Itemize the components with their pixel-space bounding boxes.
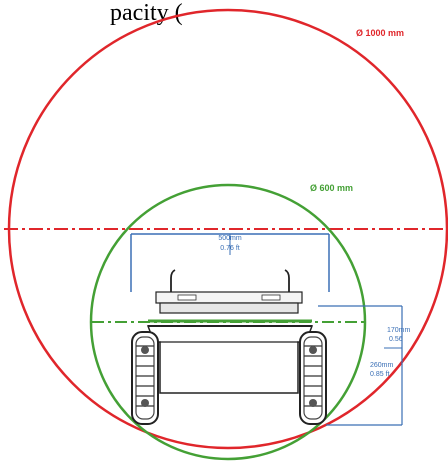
height-lower-mm: 260mm bbox=[370, 362, 394, 369]
right-antenna bbox=[284, 269, 290, 306]
deck-detail bbox=[261, 294, 281, 301]
width-dimension: 500mm 0.76 ft bbox=[130, 233, 330, 292]
outer-circle-label: Ø 1000 mm bbox=[356, 28, 404, 38]
header-fragment: pacity ( bbox=[110, 0, 183, 26]
height-upper-mm: 170mm bbox=[387, 327, 411, 334]
height-lower-ft: 0.85 ft bbox=[370, 371, 390, 378]
height-dimension: 170mm 0.56 260mm 0.85 ft bbox=[318, 305, 411, 426]
right-track bbox=[299, 331, 327, 425]
width-label-mm: 500mm bbox=[218, 235, 242, 242]
inner-circle bbox=[89, 183, 367, 461]
inner-circle-label: Ø 600 mm bbox=[310, 183, 353, 193]
height-upper-ft: 0.56 bbox=[389, 336, 403, 343]
width-label-ft: 0.76 ft bbox=[220, 245, 240, 252]
robot-vehicle bbox=[131, 269, 327, 425]
main-body bbox=[146, 325, 314, 394]
left-antenna bbox=[170, 269, 176, 306]
deck-plate bbox=[159, 302, 299, 314]
left-track bbox=[131, 331, 159, 425]
deck-detail bbox=[177, 294, 197, 301]
